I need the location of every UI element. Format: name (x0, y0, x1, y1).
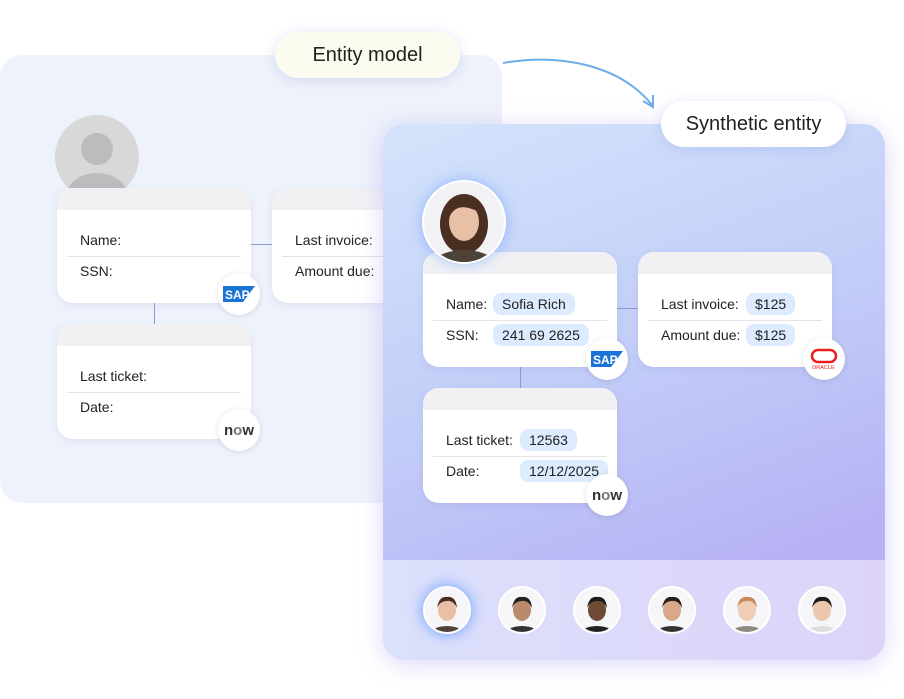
person-photo[interactable] (573, 586, 621, 634)
model-card-ticket: Last ticket: Date: (57, 324, 251, 439)
selected-person-photo (422, 180, 506, 264)
servicenow-logo: now (218, 409, 260, 451)
person-photo[interactable] (648, 586, 696, 634)
field-value: 241 69 2625 (493, 324, 589, 346)
synthetic-card-billing: Last invoice: $125 Amount due: $125 (638, 252, 832, 367)
field-label: SSN: (80, 263, 113, 279)
field-value: 12563 (520, 429, 577, 451)
oracle-logo: ORACLE (803, 338, 845, 380)
servicenow-logo: now (586, 474, 628, 516)
person-photo[interactable] (423, 586, 471, 634)
sap-logo: SAP (586, 338, 628, 380)
entity-model-title: Entity model (275, 32, 460, 78)
field-label: Last ticket: (80, 368, 147, 384)
person-photo[interactable] (498, 586, 546, 634)
synthetic-card-identity: Name: Sofia Rich SSN: 241 69 2625 (423, 252, 617, 367)
field-value: $125 (746, 293, 796, 315)
field-value: 12/12/2025 (520, 460, 609, 482)
field-label: Last invoice: (295, 232, 373, 248)
field-value: Sofia Rich (493, 293, 575, 315)
field-value: $125 (746, 324, 796, 346)
person-photo[interactable] (723, 586, 771, 634)
field-label: Last invoice: (661, 296, 739, 312)
model-card-identity: Name: SSN: (57, 188, 251, 303)
svg-text:SAP: SAP (593, 353, 618, 367)
field-label: Date: (80, 399, 114, 415)
person-photo[interactable] (798, 586, 846, 634)
field-label: Date: (446, 463, 480, 479)
synthetic-entity-panel: Name: Sofia Rich SSN: 241 69 2625 Last i… (383, 124, 885, 660)
synthetic-card-ticket: Last ticket: 12563 Date: 12/12/2025 (423, 388, 617, 503)
field-label: Name: (80, 232, 122, 248)
synthetic-entity-title: Synthetic entity (661, 101, 846, 147)
oracle-wordmark: ORACLE (812, 365, 835, 370)
field-label: Amount due: (661, 327, 741, 343)
field-label: SSN: (446, 327, 479, 343)
sap-logo: SAP (218, 273, 260, 315)
svg-text:SAP: SAP (225, 288, 250, 302)
field-label: Last ticket: (446, 432, 513, 448)
field-label: Amount due: (295, 263, 375, 279)
field-label: Name: (446, 296, 488, 312)
arrow-icon (502, 58, 654, 109)
placeholder-avatar (55, 115, 139, 199)
